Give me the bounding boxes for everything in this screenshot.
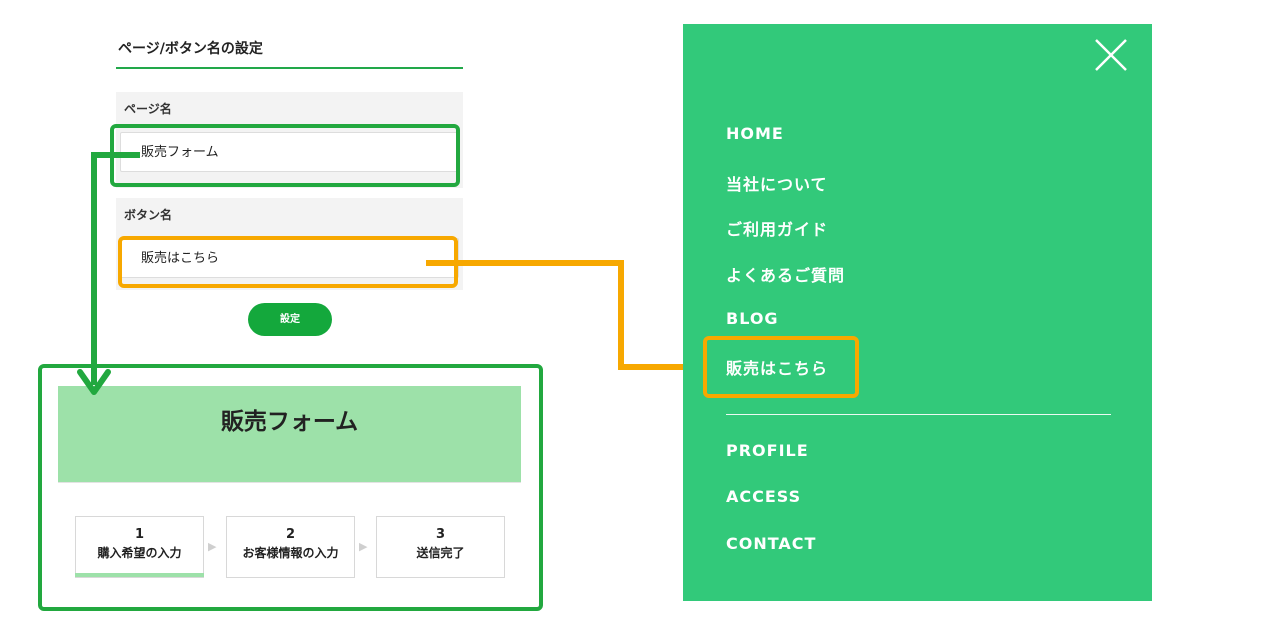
orange-connector-arrow	[426, 260, 695, 370]
title-underline	[116, 67, 463, 69]
step-2-label: お客様情報の入力	[242, 546, 339, 560]
menu-item-access[interactable]: ACCESS	[726, 487, 802, 506]
sales-menu-highlight	[703, 336, 859, 398]
step-arrow-icon: ▶	[359, 540, 368, 553]
close-icon[interactable]	[1094, 38, 1128, 72]
menu-item-contact[interactable]: CONTACT	[726, 534, 817, 553]
page-name-input[interactable]: 販売フォーム	[120, 132, 459, 172]
step-3-number: 3	[435, 527, 446, 542]
button-name-input[interactable]: 販売はこちら	[120, 238, 459, 278]
step-1-number: 1	[134, 527, 145, 542]
menu-item-faq[interactable]: よくあるご質問	[726, 266, 846, 285]
page-name-label: ページ名	[124, 102, 172, 116]
form-preview-highlight	[38, 364, 543, 611]
menu-item-home[interactable]: HOME	[726, 124, 784, 143]
button-name-field-group: ボタン名 販売はこちら	[116, 198, 463, 290]
step-3: 3 送信完了	[376, 516, 505, 578]
preview-divider	[58, 482, 521, 483]
set-button[interactable]: 設定	[248, 303, 332, 336]
menu-item-about[interactable]: 当社について	[726, 175, 828, 194]
active-step-indicator	[75, 573, 204, 577]
step-arrow-icon: ▶	[208, 540, 217, 553]
form-preview-header: 販売フォーム	[58, 386, 521, 482]
step-3-label: 送信完了	[416, 546, 465, 560]
menu-divider	[726, 414, 1111, 415]
menu-item-guide[interactable]: ご利用ガイド	[726, 220, 829, 239]
step-2: 2 お客様情報の入力	[226, 516, 355, 578]
step-2-number: 2	[285, 527, 296, 542]
page-name-field-group: ページ名 販売フォーム	[116, 92, 463, 188]
navigation-menu: HOME 当社について ご利用ガイド よくあるご質問 BLOG 販売はこちら P…	[683, 24, 1152, 601]
menu-item-profile[interactable]: PROFILE	[726, 441, 809, 460]
step-1-label: 購入希望の入力	[97, 546, 182, 560]
step-1: 1 購入希望の入力	[75, 516, 204, 578]
button-name-label: ボタン名	[124, 208, 173, 222]
form-preview-title: 販売フォーム	[220, 409, 359, 435]
menu-item-blog[interactable]: BLOG	[726, 309, 779, 328]
green-connector-arrow	[91, 152, 140, 385]
settings-title: ページ/ボタン名の設定	[118, 41, 263, 57]
menu-item-sales[interactable]: 販売はこちら	[726, 359, 829, 378]
green-arrow-head-icon	[77, 369, 111, 395]
